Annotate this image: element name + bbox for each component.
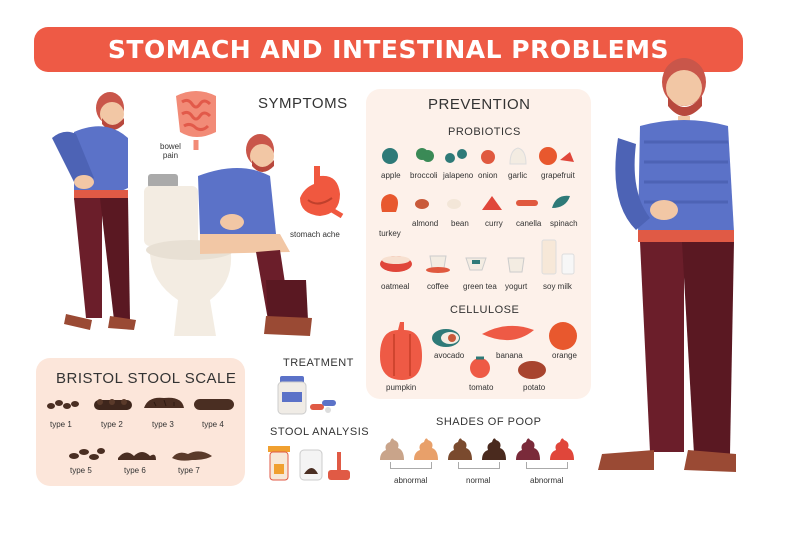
- banana-icon: [482, 325, 534, 341]
- symptoms-heading: SYMPTOMS: [258, 95, 348, 112]
- turkey-icon: [381, 194, 398, 212]
- probiotic-label-green-tea: green tea: [463, 282, 497, 291]
- stool-sample-containers-icon: [268, 446, 350, 481]
- probiotic-label-canella: canella: [516, 219, 542, 228]
- probiotic-label-spinach: spinach: [550, 219, 578, 228]
- pills-icon: [277, 376, 336, 415]
- canella-icon: [516, 200, 538, 206]
- probiotic-label-onion: onion: [478, 171, 498, 180]
- probiotic-label-yogurt: yogurt: [505, 282, 528, 291]
- curry-icon: [482, 196, 502, 210]
- probiotic-label-curry: curry: [485, 219, 503, 228]
- probiotics-row3-icons: [380, 239, 575, 275]
- cellulose-label-pumpkin: pumpkin: [386, 383, 417, 392]
- bristol-type2-label: type 2: [101, 420, 123, 429]
- probiotic-label-turkey: turkey: [379, 229, 401, 238]
- bristol-type1-label: type 1: [50, 420, 72, 429]
- stool-analysis-heading: STOOL ANALYSIS: [270, 426, 370, 438]
- pumpkin-icon: [380, 322, 422, 380]
- page-title: STOMACH AND INTESTINAL PROBLEMS: [107, 35, 670, 64]
- potato-icon: [518, 361, 546, 379]
- intestine-icon: [176, 91, 216, 150]
- stool-type5-icon: [69, 448, 105, 460]
- poop-shade-icon: [482, 438, 506, 460]
- man-on-toilet-figure: [144, 134, 312, 336]
- stool-type4-icon: [194, 399, 234, 410]
- bowel-pain-label: bowel pain: [160, 142, 181, 160]
- bristol-type4-label: type 4: [202, 420, 224, 429]
- bristol-type6-label: type 6: [124, 466, 146, 475]
- orange-icon: [549, 322, 577, 350]
- probiotic-label-garlic: garlic: [508, 171, 528, 180]
- onion-icon: [481, 150, 495, 164]
- cellulose-icons: [380, 322, 577, 380]
- probiotics-row1-icons: [382, 147, 574, 165]
- shades-row: [376, 436, 586, 464]
- cellulose-label-banana: banana: [496, 351, 523, 360]
- cellulose-label-tomato: tomato: [469, 383, 494, 392]
- title-banner: STOMACH AND INTESTINAL PROBLEMS: [34, 27, 743, 72]
- yogurt-icon: [507, 257, 525, 273]
- coffee-icon: [429, 255, 447, 269]
- probiotic-label-grapefruit: grapefruit: [541, 171, 575, 180]
- normal-bracket: [458, 462, 500, 469]
- probiotic-label-almond: almond: [412, 219, 439, 228]
- cellulose-label-orange: orange: [552, 351, 577, 360]
- stool-type3-icon: [144, 397, 184, 408]
- treatment-heading: TREATMENT: [283, 357, 354, 369]
- stomach-icon: [300, 166, 344, 219]
- probiotic-label-jalapeno: jalapeno: [443, 171, 474, 180]
- probiotic-label-oatmeal: oatmeal: [381, 282, 410, 291]
- probiotics-row2-icons: [381, 194, 570, 212]
- apple-icon: [382, 148, 398, 164]
- probiotic-label-broccoli: broccoli: [410, 171, 438, 180]
- abnormal-bracket-right: [526, 462, 568, 469]
- jalapeno-icon: [445, 153, 455, 163]
- bristol-type3-label: type 3: [152, 420, 174, 429]
- garlic-icon: [509, 147, 527, 165]
- soy-milk-icon: [541, 239, 557, 275]
- bristol-panel: [36, 358, 245, 486]
- probiotic-label-coffee: coffee: [427, 282, 449, 291]
- abnormal-bracket-left: [390, 462, 432, 469]
- happy-man-figure: [598, 58, 736, 472]
- stool-type6-icon: [118, 452, 156, 460]
- bristol-heading: BRISTOL STOOL SCALE: [56, 370, 237, 387]
- stomach-ache-label: stomach ache: [290, 230, 340, 239]
- shades-group-abnormal-left: abnormal: [394, 476, 428, 485]
- shades-group-normal: normal: [466, 476, 491, 485]
- stool-type1-icon: [47, 400, 79, 409]
- probiotic-label-soy-milk: soy milk: [543, 282, 572, 291]
- poop-shade-icon: [414, 438, 438, 460]
- probiotic-label-bean: bean: [451, 219, 469, 228]
- man-bending-figure: [52, 92, 136, 330]
- spinach-icon: [552, 195, 570, 208]
- stool-type7-icon: [172, 451, 212, 461]
- shades-group-abnormal-right: abnormal: [530, 476, 564, 485]
- shades-heading: SHADES OF POOP: [436, 416, 542, 428]
- almond-icon: [415, 199, 429, 209]
- bristol-type5-label: type 5: [70, 466, 92, 475]
- prevention-heading: PREVENTION: [428, 96, 531, 113]
- poop-shade-icon: [448, 438, 472, 460]
- tomato-icon: [470, 358, 490, 378]
- probiotic-label-apple: apple: [381, 171, 401, 180]
- cellulose-label-potato: potato: [523, 383, 546, 392]
- poop-shade-icon: [380, 438, 404, 460]
- grapefruit-icon: [539, 147, 557, 165]
- cellulose-label-avocado: avocado: [434, 351, 465, 360]
- bean-icon: [447, 199, 461, 209]
- probiotics-heading: PROBIOTICS: [448, 126, 521, 138]
- stool-type2-icon: [94, 399, 132, 410]
- poop-shade-icon: [550, 438, 574, 460]
- cellulose-heading: CELLULOSE: [450, 304, 520, 316]
- bristol-type7-label: type 7: [178, 466, 200, 475]
- poop-shade-icon: [516, 438, 540, 460]
